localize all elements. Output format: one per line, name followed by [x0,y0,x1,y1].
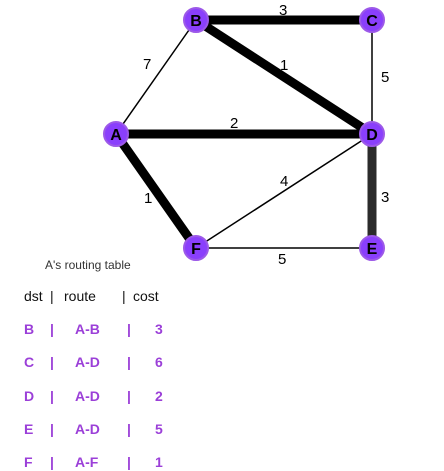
weight-a-f: 1 [144,190,152,207]
row-cost: 6 [155,354,163,370]
row-sep: | [127,454,131,470]
svg-text:D: D [366,127,378,144]
weight-d-e: 3 [381,189,389,206]
routing-table-title: A's routing table [45,258,131,272]
row-dst: B [24,321,35,337]
node-a: A [103,121,129,147]
header-sep-1: | [50,288,54,304]
row-dst: C [24,354,35,370]
row-sep: | [50,388,54,404]
header-cost: cost [133,288,159,304]
weight-b-c: 3 [279,2,287,19]
node-c: C [359,7,385,33]
row-sep: | [127,421,131,437]
row-sep: | [127,321,131,337]
header-sep-2: | [122,288,126,304]
row-route: A-B [75,321,100,337]
row-cost: 3 [155,321,163,337]
node-e: E [359,235,385,261]
row-route: A-D [75,388,100,404]
node-f: F [183,235,209,261]
svg-text:B: B [190,13,202,30]
row-dst: E [24,421,34,437]
row-route: A-F [75,454,99,470]
svg-text:A: A [110,127,122,144]
node-d: D [359,121,385,147]
weight-f-e: 5 [278,251,286,268]
row-dst: D [24,388,35,404]
row-cost: 5 [155,421,163,437]
edge-a-b [115,19,197,135]
row-route: A-D [75,354,100,370]
header-dst: dst [24,288,43,304]
edge-a-f [112,131,200,251]
row-sep: | [127,354,131,370]
row-cost: 2 [155,388,163,404]
svg-text:E: E [367,241,378,258]
row-cost: 1 [155,454,163,470]
weight-a-b: 7 [143,56,151,73]
header-route: route [64,288,96,304]
weight-b-d: 1 [280,57,288,74]
node-b: B [183,7,209,33]
weight-c-d: 5 [381,69,389,86]
edge-b-d [193,16,375,138]
row-route: A-D [75,421,100,437]
row-sep: | [50,354,54,370]
edge-f-d [195,133,373,249]
row-sep: | [50,454,54,470]
weight-f-d: 4 [280,173,288,190]
svg-text:F: F [191,241,201,258]
row-dst: F [24,454,33,470]
row-sep: | [127,388,131,404]
svg-text:C: C [366,13,378,30]
row-sep: | [50,321,54,337]
weight-a-d: 2 [230,115,238,132]
row-sep: | [50,421,54,437]
